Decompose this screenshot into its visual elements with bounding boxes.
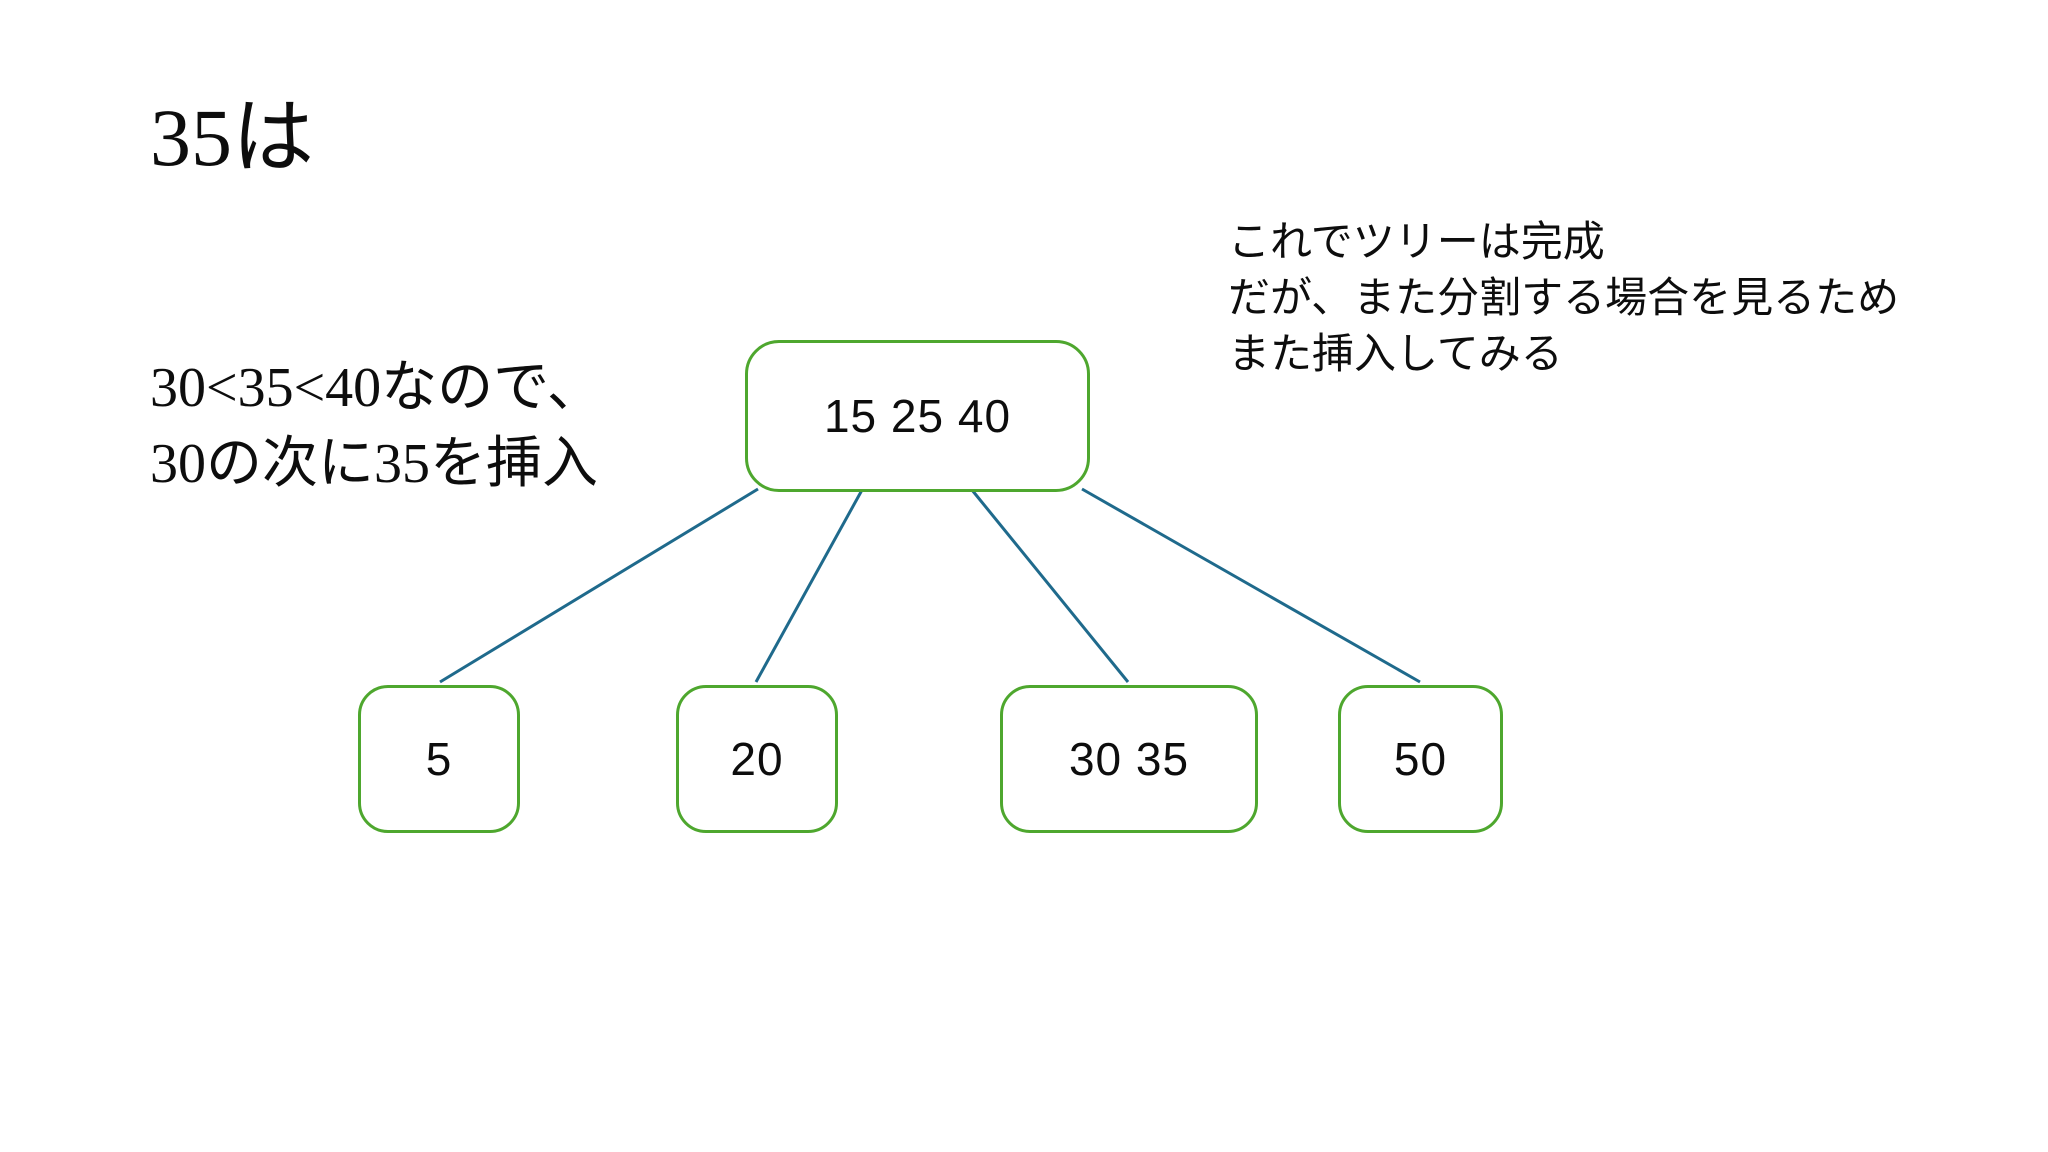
tree-edge-root-to-leaf-2 [970,489,1130,683]
tree-node-leaf-2[interactable]: 30 35 [1000,685,1258,833]
tree-edge-root-to-leaf-3 [1081,487,1421,684]
tree-node-root[interactable]: 15 25 40 [745,340,1090,492]
tree-edge-root-to-leaf-1 [754,489,864,683]
tree-node-leaf-1[interactable]: 20 [676,685,838,833]
tree-edge-root-to-leaf-0 [439,487,759,684]
tree-node-leaf-2-label: 30 35 [1068,733,1190,785]
tree-node-root-label: 15 25 40 [823,390,1012,442]
page-title: 35は [150,92,315,183]
tree-node-leaf-3-label: 50 [1393,733,1448,785]
body-text-block: 30<35<40なので、 30の次に35を挿入 [150,350,603,502]
tree-node-leaf-1-label: 20 [730,733,784,785]
tree-node-leaf-0[interactable]: 5 [358,685,520,833]
body-text-line-2: 30の次に35を挿入 [150,433,598,496]
annotation-line-3: また挿入してみる [1228,331,1563,378]
annotation-text-block: これでツリーは完成 だが、また分割する場合を見るため また挿入してみる [1228,216,1899,384]
tree-node-leaf-0-label: 5 [425,733,453,785]
annotation-line-1: これでツリーは完成 [1228,220,1605,266]
annotation-line-2: だが、また分割する場合を見るため [1228,275,1900,322]
tree-node-leaf-3[interactable]: 50 [1338,685,1503,833]
body-text-line-1: 30<35<40なので、 [150,357,603,419]
